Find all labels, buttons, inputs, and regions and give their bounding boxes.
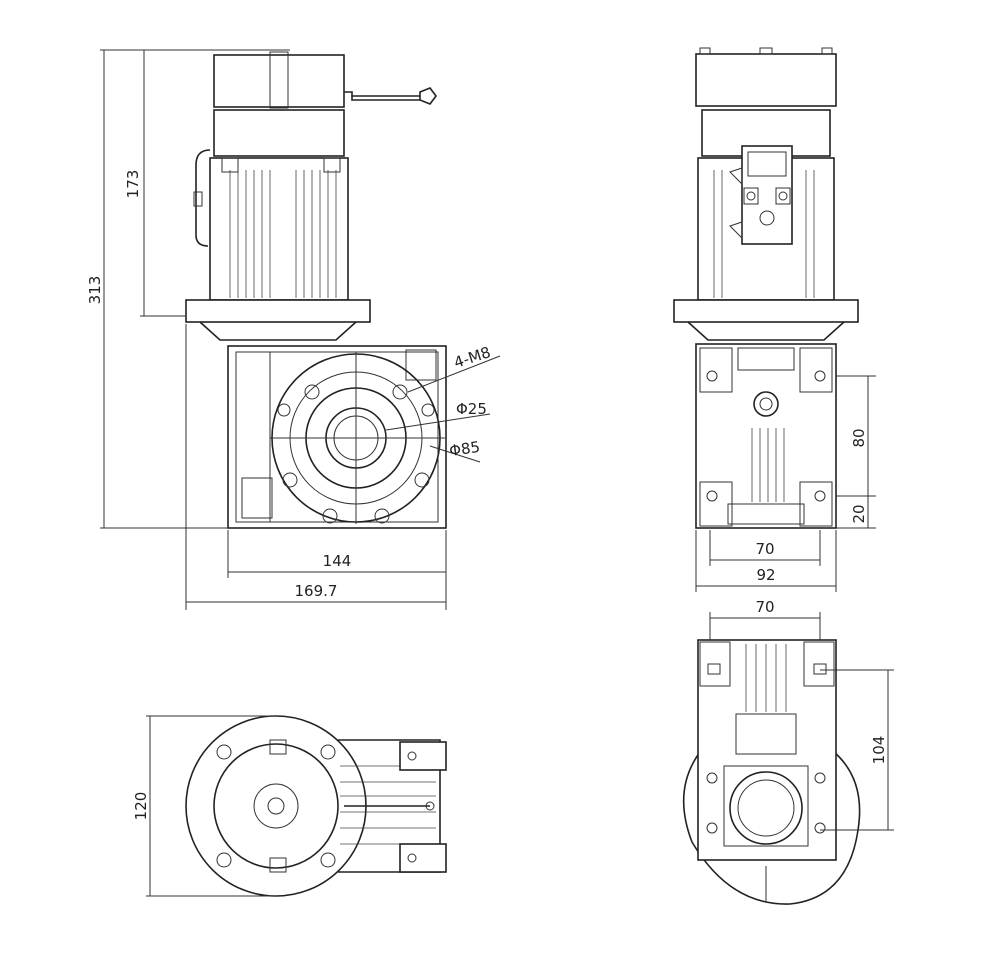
top-view: 70 104 bbox=[682, 598, 894, 905]
side-flange bbox=[673, 299, 859, 323]
top-output-bore bbox=[729, 771, 803, 845]
dim-bolt-holes: 4-M8 bbox=[452, 343, 493, 372]
motor-end-cap bbox=[213, 54, 345, 108]
front-view: 313 173 144 169.7 4-M8 Φ25 Φ85 bbox=[86, 49, 501, 610]
dim-bottom-120: 120 bbox=[132, 792, 150, 821]
dim-side-92: 92 bbox=[756, 566, 775, 584]
dim-side-20: 20 bbox=[850, 504, 868, 523]
dim-output-face-width: 144 bbox=[323, 552, 352, 570]
dim-motor-height: 173 bbox=[124, 170, 142, 199]
gearbox-housing bbox=[227, 345, 447, 529]
dim-overall-height: 313 bbox=[86, 276, 104, 305]
side-end-cap bbox=[695, 53, 837, 107]
dim-top-70: 70 bbox=[755, 598, 774, 616]
dim-total-width: 169.7 bbox=[295, 582, 338, 600]
top-gearbox bbox=[697, 639, 837, 861]
side-gearbox bbox=[695, 343, 837, 529]
dim-side-80: 80 bbox=[850, 428, 868, 447]
side-view: 80 20 70 92 bbox=[673, 47, 876, 592]
dim-side-70: 70 bbox=[755, 540, 774, 558]
terminal-box bbox=[741, 145, 793, 245]
top-flange-outline bbox=[682, 751, 861, 905]
dim-pcd-diameter: Φ85 bbox=[448, 438, 481, 460]
bottom-flange-outer bbox=[185, 715, 367, 897]
motor-body bbox=[209, 157, 349, 301]
dim-top-104: 104 bbox=[870, 736, 888, 765]
dim-bore-diameter: Φ25 bbox=[456, 400, 487, 418]
motor-flange bbox=[185, 299, 371, 323]
bottom-view: 120 bbox=[132, 715, 447, 897]
